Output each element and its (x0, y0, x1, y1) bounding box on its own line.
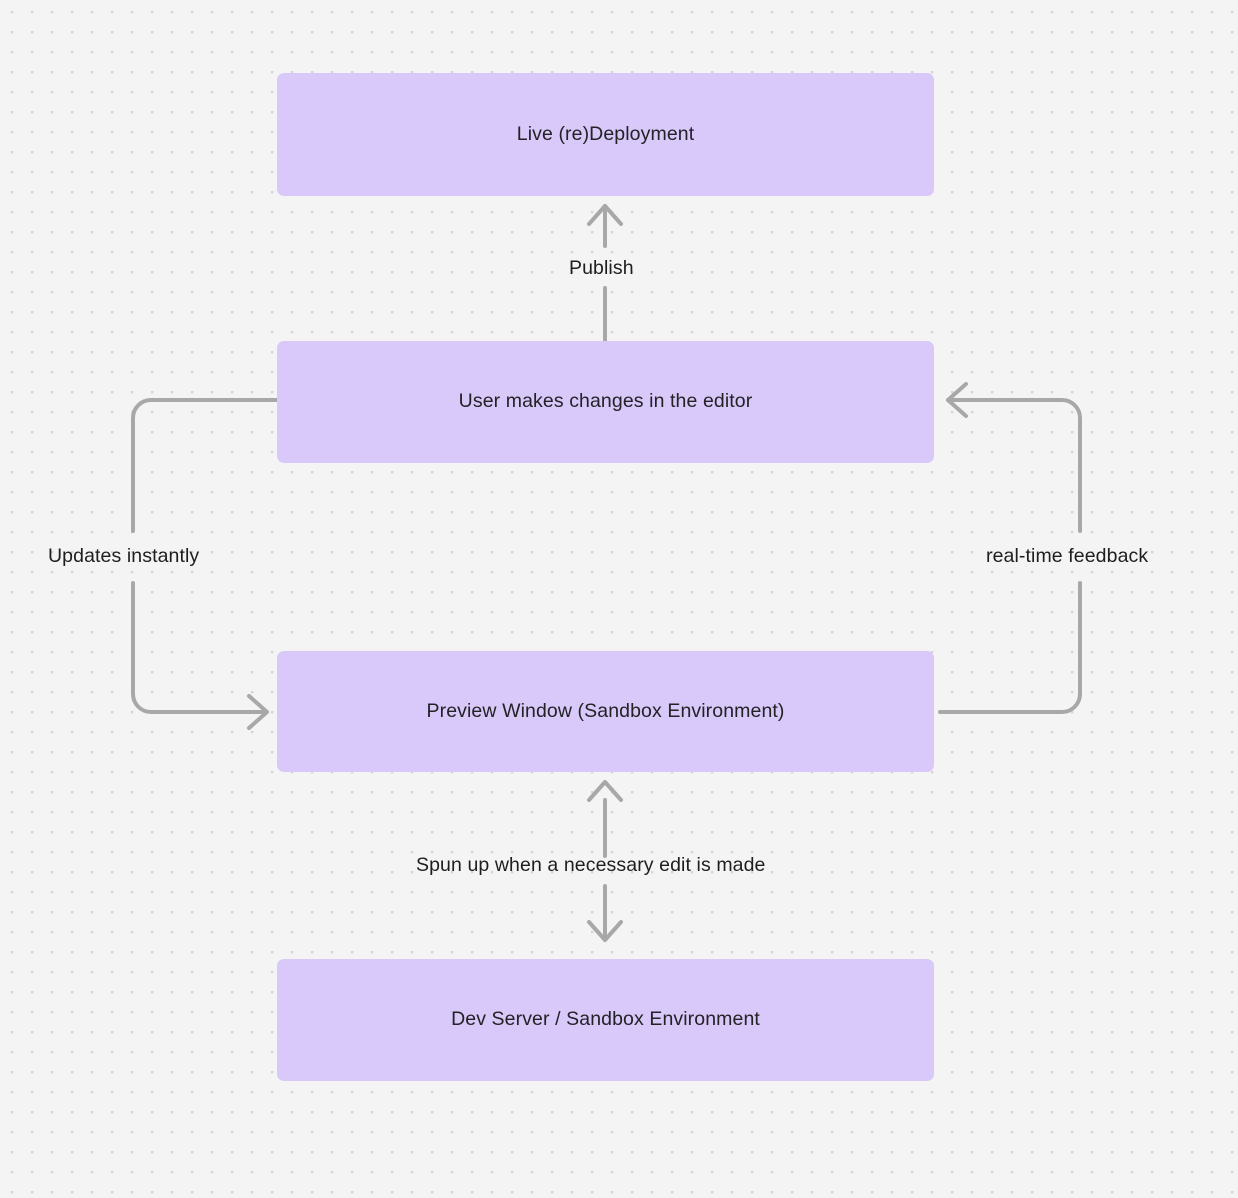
node-label: Dev Server / Sandbox Environment (451, 1008, 760, 1031)
edge-label-spun-up: Spun up when a necessary edit is made (416, 854, 766, 876)
node-preview-window[interactable]: Preview Window (Sandbox Environment) (277, 651, 934, 772)
arrowhead-left-realtime (946, 382, 968, 418)
node-user-makes-changes[interactable]: User makes changes in the editor (277, 341, 934, 463)
node-live-redeployment[interactable]: Live (re)Deployment (277, 73, 934, 196)
edge-label-updates-instantly: Updates instantly (48, 545, 200, 567)
edge-label-publish: Publish (569, 257, 634, 279)
arrowhead-up-spun (587, 780, 623, 802)
arrowhead-down-spun (587, 920, 623, 942)
node-dev-server[interactable]: Dev Server / Sandbox Environment (277, 959, 934, 1081)
arrowhead-up-publish (587, 204, 623, 226)
node-label: Preview Window (Sandbox Environment) (426, 699, 785, 722)
arrowhead-right-updates (247, 694, 269, 730)
edge-label-real-time-feedback: real-time feedback (986, 545, 1149, 567)
node-label: Live (re)Deployment (516, 122, 695, 145)
node-label: User makes changes in the editor (458, 390, 753, 413)
